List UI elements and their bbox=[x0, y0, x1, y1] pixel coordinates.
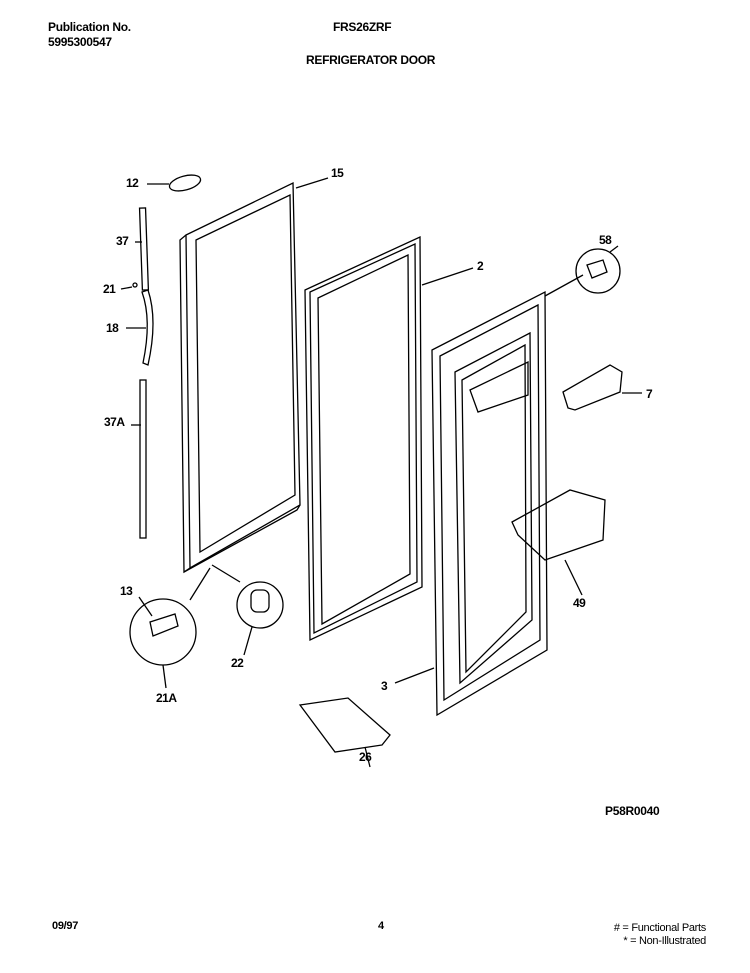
publication-number: 5995300547 bbox=[48, 35, 112, 49]
callout-13: 13 bbox=[120, 584, 133, 598]
part-15-door-frame bbox=[179, 181, 301, 574]
callout-58: 58 bbox=[599, 233, 612, 247]
section-title: REFRIGERATOR DOOR bbox=[306, 53, 436, 67]
callout-3: 3 bbox=[381, 679, 388, 693]
callout-37: 37 bbox=[116, 234, 129, 248]
model-number: FRS26ZRF bbox=[333, 20, 392, 34]
part-21-screw bbox=[132, 282, 138, 288]
page-number: 4 bbox=[378, 920, 384, 932]
callout-15: 15 bbox=[331, 166, 344, 180]
part-12-cap bbox=[168, 174, 202, 192]
part-37-strip bbox=[138, 207, 150, 291]
legend-non-illustrated: * = Non-Illustrated bbox=[623, 935, 706, 947]
callout-21A: 21A bbox=[156, 691, 177, 705]
part-49-door-shelf bbox=[511, 489, 606, 561]
callout-2: 2 bbox=[477, 259, 484, 273]
part-3-door-liner bbox=[431, 290, 548, 717]
part-37A-strip bbox=[139, 379, 147, 539]
callout-18: 18 bbox=[106, 321, 119, 335]
diagram-code: P58R0040 bbox=[605, 804, 660, 818]
part-26-tray bbox=[298, 697, 391, 753]
callout-26: 26 bbox=[359, 750, 372, 764]
callout-21: 21 bbox=[103, 282, 116, 296]
callout-49: 49 bbox=[573, 596, 586, 610]
callout-37A: 37A bbox=[104, 415, 125, 429]
publication-label: Publication No. bbox=[48, 20, 131, 34]
part-58-screw-callout bbox=[575, 248, 621, 294]
part-22-cam-callout bbox=[236, 581, 284, 629]
callout-7: 7 bbox=[646, 387, 653, 401]
part-2-gasket bbox=[304, 235, 423, 642]
callout-12: 12 bbox=[126, 176, 139, 190]
legend-functional-parts: # = Functional Parts bbox=[613, 922, 706, 934]
legend: # = Functional Parts * = Non-Illustrated bbox=[614, 922, 706, 948]
part-7-dairy-door bbox=[562, 364, 623, 411]
footer-date: 09/97 bbox=[52, 920, 79, 932]
callout-22: 22 bbox=[231, 656, 244, 670]
part-18-handle bbox=[141, 289, 154, 366]
